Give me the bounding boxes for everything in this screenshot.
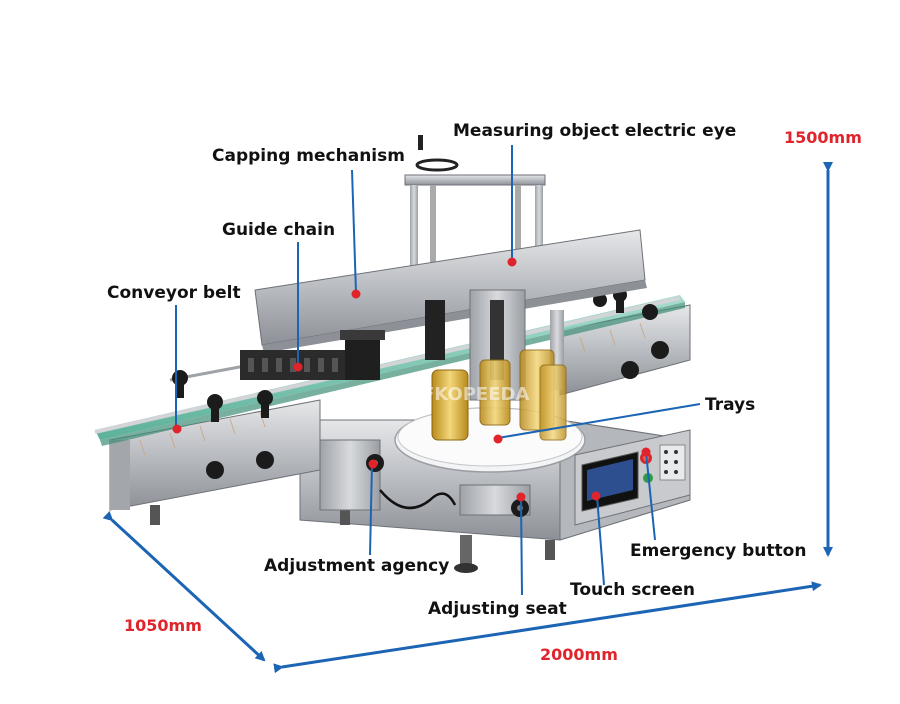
callout-dot-adjusting-seat xyxy=(516,492,526,502)
callout-dot-adjustment-agency xyxy=(368,459,378,469)
width-arrow xyxy=(273,581,822,674)
label-adjustment-agency: Adjustment agency xyxy=(264,556,450,576)
callout-line-trays xyxy=(497,403,701,439)
turntable-tray-graphic xyxy=(394,349,586,473)
callout-dot-touch-screen xyxy=(591,491,601,501)
label-measuring-object-electric-eye: Measuring object electric eye xyxy=(453,121,737,141)
callout-line-adjusting-seat xyxy=(520,496,523,596)
callout-line-emergency xyxy=(645,451,656,541)
callout-dot-trays xyxy=(493,434,503,444)
watermark: FKOPEEDA xyxy=(422,384,529,405)
label-adjusting-seat: Adjusting seat xyxy=(428,599,567,619)
callout-line-capping xyxy=(351,169,357,294)
callout-line-touch-screen xyxy=(596,495,605,586)
callout-line-adjustment-agency xyxy=(369,463,373,556)
machine-base xyxy=(109,304,691,573)
dimension-height-label: 1500mm xyxy=(784,128,862,147)
depth-arrow xyxy=(102,510,266,662)
callout-dot-capping xyxy=(351,289,361,299)
dimension-width-label: 2000mm xyxy=(540,645,618,664)
label-touch-screen: Touch screen xyxy=(570,580,695,600)
callout-lines xyxy=(175,145,701,596)
callout-dots xyxy=(172,257,651,502)
callout-dot-measuring-eye xyxy=(507,257,517,267)
callout-dot-guide-chain xyxy=(293,362,303,372)
label-emergency-button: Emergency button xyxy=(630,541,807,561)
dimension-depth-label: 1050mm xyxy=(124,616,202,635)
label-conveyor-belt: Conveyor belt xyxy=(107,283,241,303)
label-trays: Trays xyxy=(705,395,756,415)
top-labeling-head xyxy=(240,135,647,401)
label-guide-chain: Guide chain xyxy=(222,220,336,240)
dimension-arrows xyxy=(102,162,833,674)
label-capping-mechanism: Capping mechanism xyxy=(212,146,405,166)
callout-dot-emergency xyxy=(641,447,651,457)
callout-dot-conveyor xyxy=(172,424,182,434)
